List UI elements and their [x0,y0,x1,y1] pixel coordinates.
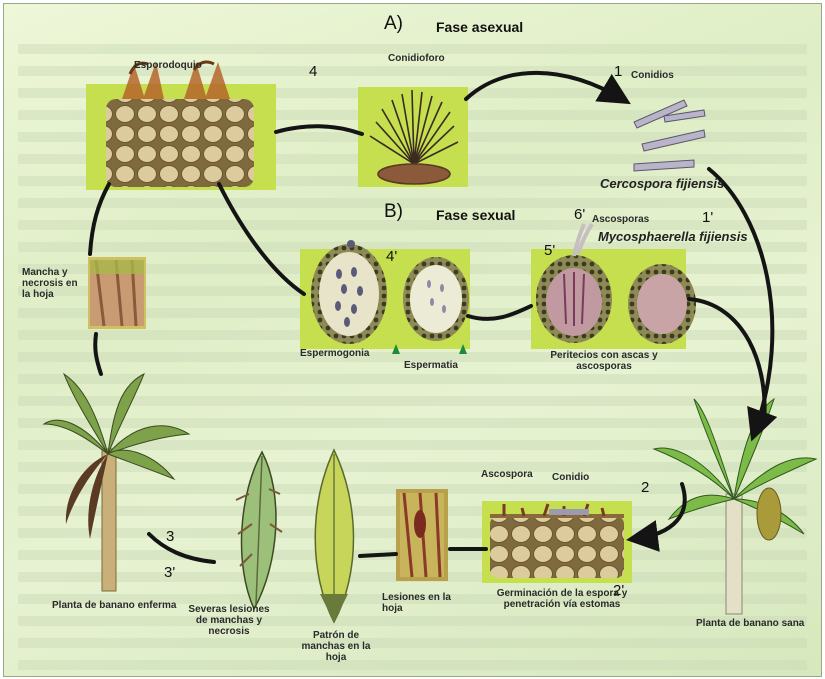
phase-a-letter: A) [384,18,403,29]
label-planta-sana: Planta de banano sana [696,618,804,629]
planta-sana-illustration [654,399,816,614]
label-esporodoquio: Esporodoquio [134,60,202,71]
arrow-esporodoquio-conidioforo [276,126,362,134]
label-patron: Patrón de manchas en la hoja [296,630,376,663]
step-number-5p: 5' [544,245,555,256]
arrow-lesiones-patron [360,554,396,556]
conidios-illustration [634,100,705,171]
leaf-patron-illustration [315,450,353,622]
step-number-2: 2 [641,482,649,493]
step-number-3: 3 [166,531,174,542]
arrow-to-planta-enferma [149,534,214,562]
label-peritecios: Peritecios con ascas y ascosporas [539,350,669,372]
arrow-planta-enferma-mancha [95,334,101,374]
label-ascosporas: Ascosporas [592,214,649,225]
arrow-conidioforo-conidios [466,73,624,100]
label-cercospora: Cercospora fijiensis [600,178,724,189]
label-planta-enferma: Planta de banano enferma [52,600,176,611]
mancha-leaf-illustration [90,260,144,326]
diagram-graphics [4,4,821,676]
label-germinacion: Germinación de la espora y penetración v… [492,588,632,610]
planta-enferma-illustration [44,374,189,591]
arrow-espermatia-peritecios [468,306,531,319]
label-lesiones: Lesiones en la hoja [382,592,462,614]
label-espermogonia: Espermogonia [300,348,369,359]
label-conidios: Conidios [631,70,674,81]
label-espermatia: Espermatia [404,360,458,371]
lesiones-leaf-illustration [400,493,444,577]
label-ascospora: Ascospora [481,469,533,480]
phase-a-title: Fase asexual [436,22,523,33]
step-number-4p: 4' [386,251,397,262]
phase-b-letter: B) [384,206,403,217]
label-conidioforo: Conidioforo [388,53,445,64]
label-severas: Severas lesiones de manchas y necrosis [184,604,274,637]
diagram-frame: A) Fase asexual B) Fase sexual Esporodoq… [3,3,822,677]
label-mancha: Mancha y necrosis en la hoja [22,267,84,300]
arrow-peritecios-planta-sana [689,299,765,424]
phase-b-title: Fase sexual [436,210,515,221]
label-conidio: Conidio [552,472,589,483]
label-mycosphaerella: Mycosphaerella fijiensis [598,231,748,242]
step-number-1: 1 [614,66,622,77]
step-number-6p: 6' [574,209,585,220]
arrow-esporodoquio-espermogonia [219,184,304,294]
step-number-4: 4 [309,66,317,77]
arrow-mancha-esporodoquio [90,184,109,254]
germinacion-illustration [490,504,624,578]
leaf-severas-illustration [236,452,282,609]
step-number-3p: 3' [164,567,175,578]
step-number-1p: 1' [702,212,713,223]
esporodoquio-illustration [106,62,254,187]
